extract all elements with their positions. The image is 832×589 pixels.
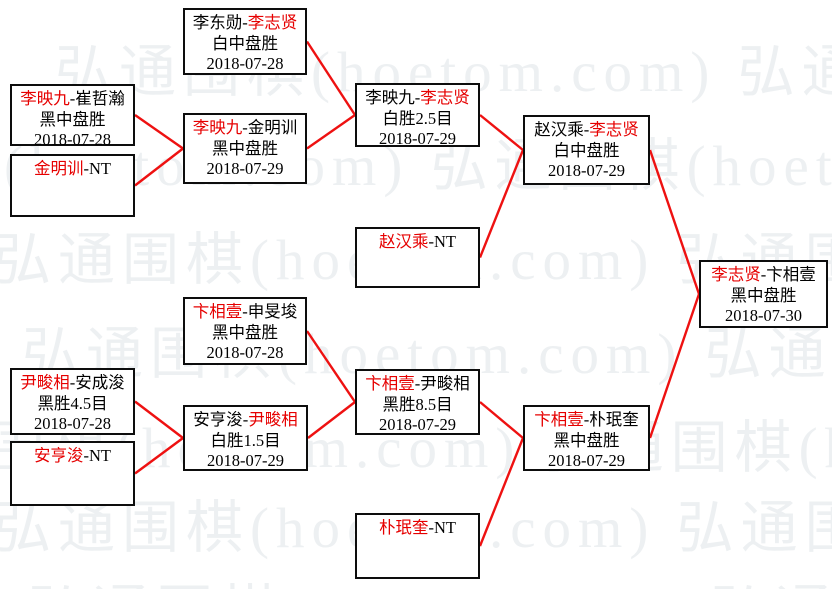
player-name: 安亨浚- [193, 410, 249, 429]
match-players: 李志贤-卞相壹 [701, 265, 826, 286]
match-result: 黑中盘胜 [39, 109, 106, 129]
match-result: 白中盘胜 [553, 140, 620, 160]
match-players: 卞相壹-尹畯相 [357, 374, 478, 395]
match-box-C4: 朴珉奎-NT [355, 513, 480, 579]
winner-name: 朴珉奎 [379, 518, 429, 537]
winner-name: 李映九 [192, 118, 243, 137]
match-players: 尹畯相-安成浚 [12, 373, 133, 394]
winner-name: 赵汉乘 [379, 232, 429, 251]
match-players: 李映九-李志贤 [357, 88, 478, 109]
match-players: 赵汉乘-NT [357, 232, 478, 253]
match-date: 2018-07-29 [207, 451, 284, 470]
match-players: 卞相壹-朴珉奎 [525, 410, 648, 431]
player-name: -卞相壹 [760, 265, 816, 284]
match-players: 李映九-崔哲瀚 [12, 89, 133, 110]
winner-name: 李志贤 [247, 13, 298, 32]
player-name: 赵汉乘- [534, 120, 590, 139]
match-players: 安亨浚-NT [12, 446, 133, 467]
match-date: 2018-07-29 [379, 415, 456, 434]
winner-name: 李志贤 [420, 88, 470, 107]
match-result: 黑中盘胜 [212, 322, 278, 342]
player-name: 李东勋- [192, 13, 248, 32]
match-players: 赵汉乘-李志贤 [525, 120, 648, 141]
player-name: -朴珉奎 [583, 410, 639, 429]
match-date: 2018-07-29 [548, 161, 625, 180]
match-result: 白胜1.5目 [210, 430, 281, 450]
player-name: -NT [83, 446, 112, 465]
winner-name: 卞相壹 [365, 374, 415, 393]
winner-name: 尹畯相 [248, 410, 298, 429]
match-box-A4: 安亨浚-NT [10, 441, 135, 506]
player-name: -NT [428, 232, 457, 251]
winner-name: 卞相壹 [534, 410, 584, 429]
match-result: 黑胜8.5目 [382, 394, 453, 414]
winner-name: 李志贤 [711, 265, 761, 284]
match-date: 2018-07-28 [206, 54, 284, 73]
match-date: 2018-07-30 [725, 306, 802, 325]
match-date: 2018-07-28 [34, 414, 111, 433]
watermark-text: 弘通围棋(hoetom.com) 弘通围棋(hoetom.com) 弘通围棋(h… [28, 566, 832, 589]
match-players: 卞相壹-申旻埈 [185, 302, 305, 323]
match-players: 朴珉奎-NT [357, 518, 478, 539]
match-result: 黑中盘胜 [553, 430, 620, 450]
winner-name: 李志贤 [589, 120, 639, 139]
player-name: -NT [428, 518, 457, 537]
match-date: 2018-07-28 [34, 130, 111, 149]
player-name: -尹畯相 [414, 374, 470, 393]
match-result: 黑中盘胜 [730, 285, 797, 305]
match-date: 2018-07-29 [379, 129, 456, 148]
player-name: -金明训 [242, 118, 298, 137]
match-box-C2: 赵汉乘-NT [355, 227, 480, 288]
match-result: 白中盘胜 [212, 33, 278, 53]
match-players: 金明训-NT [12, 159, 133, 180]
winner-name: 金明训 [34, 159, 84, 178]
player-name: 李映九- [365, 88, 421, 107]
player-name: -安成浚 [69, 373, 125, 392]
player-name: -申旻埈 [242, 302, 298, 321]
match-date: 2018-07-29 [548, 451, 625, 470]
player-name: -崔哲瀚 [69, 89, 125, 108]
match-result: 黑胜4.5目 [37, 393, 108, 413]
match-date: 2018-07-28 [206, 343, 284, 362]
match-players: 李映九-金明训 [185, 118, 305, 139]
winner-name: 安亨浚 [34, 446, 84, 465]
match-box-A2: 金明训-NT [10, 154, 135, 217]
player-name: -NT [83, 159, 112, 178]
match-date: 2018-07-29 [206, 159, 284, 178]
match-result: 黑中盘胜 [212, 138, 278, 158]
winner-name: 卞相壹 [192, 302, 243, 321]
match-players: 李东勋-李志贤 [185, 13, 305, 34]
winner-name: 李映九 [20, 89, 70, 108]
match-players: 安亨浚-尹畯相 [185, 410, 306, 431]
match-result: 白胜2.5目 [382, 108, 453, 128]
winner-name: 尹畯相 [20, 373, 70, 392]
